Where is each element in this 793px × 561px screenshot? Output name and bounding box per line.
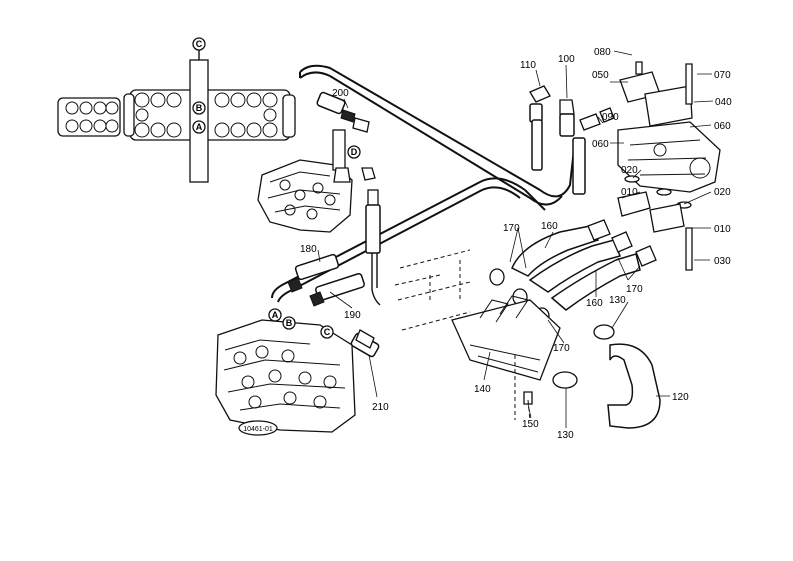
label-010-upper: 010 <box>621 187 638 198</box>
hydraulic-lines <box>271 64 576 306</box>
valve-block-upper <box>257 129 353 233</box>
label-160-lower: 160 <box>586 298 603 309</box>
label-170-right: 170 <box>626 284 643 295</box>
svg-text:C: C <box>324 327 331 337</box>
label-030: 030 <box>714 256 731 267</box>
label-080: 080 <box>594 47 611 58</box>
svg-text:D: D <box>351 147 358 157</box>
hose-210 <box>350 329 380 358</box>
label-060-left: 060 <box>592 139 609 150</box>
label-120: 120 <box>672 392 689 403</box>
hose-180 <box>287 253 340 293</box>
label-200: 200 <box>332 88 349 99</box>
label-170-top: 170 <box>503 223 520 234</box>
svg-text:C: C <box>196 39 203 49</box>
fitting-d-area <box>361 167 381 254</box>
svg-text:A: A <box>272 310 279 320</box>
svg-text:B: B <box>286 318 293 328</box>
label-170-lower: 170 <box>553 343 570 354</box>
callout-b-top: B <box>192 101 206 115</box>
callout-c-top: C <box>192 37 206 51</box>
callout-c-lower: C <box>320 325 334 339</box>
label-070: 070 <box>714 70 731 81</box>
callout-d: D <box>347 145 361 159</box>
valve-block-lower <box>215 319 356 433</box>
lower-right-assembly <box>394 219 661 429</box>
svg-text:A: A <box>196 122 203 132</box>
label-020-upper: 020 <box>621 165 638 176</box>
control-valve-top-view <box>57 48 296 183</box>
label-110: 110 <box>520 60 536 71</box>
label-180: 180 <box>300 244 317 255</box>
label-100: 100 <box>558 54 575 65</box>
label-130-lower: 130 <box>557 430 574 441</box>
label-050: 050 <box>592 70 609 81</box>
callout-a-lower: A <box>268 308 282 322</box>
part-labels: 080 070 110 100 050 040 200 090 060 060 … <box>300 47 732 441</box>
svg-text:10461-01: 10461-01 <box>243 426 273 433</box>
label-140: 140 <box>474 384 491 395</box>
label-020-right: 020 <box>714 187 731 198</box>
svg-text:B: B <box>196 103 203 113</box>
label-090: 090 <box>602 112 619 123</box>
leader-lines <box>317 50 714 428</box>
label-190: 190 <box>344 310 361 321</box>
callout-a-top: A <box>192 120 206 134</box>
label-150: 150 <box>522 419 539 430</box>
drawing-code-badge: 10461-01 <box>238 420 278 436</box>
right-valve-group <box>529 61 721 271</box>
label-130-upper: 130 <box>609 295 626 306</box>
callout-b-lower: B <box>282 316 296 330</box>
label-040: 040 <box>715 97 732 108</box>
label-160-top: 160 <box>541 221 558 232</box>
label-060-right: 060 <box>714 121 731 132</box>
hose-200 <box>316 91 370 133</box>
hose-190 <box>309 272 365 307</box>
label-210: 210 <box>372 402 389 413</box>
label-010-right: 010 <box>714 224 731 235</box>
